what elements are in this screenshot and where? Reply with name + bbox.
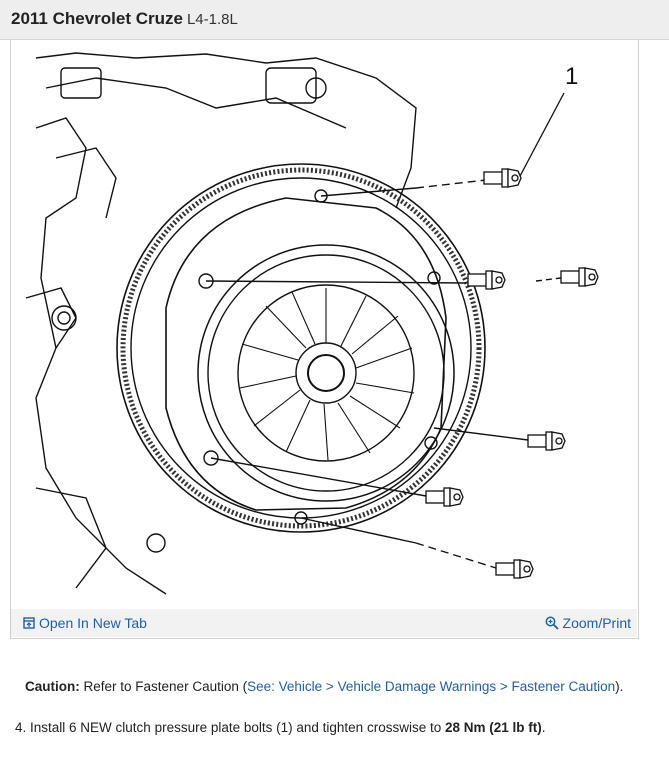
engine-name: L4-1.8L: [186, 11, 238, 28]
caution-open-paren: (: [242, 679, 248, 694]
step-end: .: [541, 720, 546, 735]
bolt-2: [467, 270, 506, 290]
open-in-new-tab-icon: [23, 616, 35, 632]
caution-note: Caution: Refer to Fastener Caution (See:…: [25, 679, 623, 694]
bolt-6: [495, 559, 534, 579]
open-in-new-tab-label: Open In New Tab: [39, 615, 147, 631]
clutch-pressure-plate-diagram: 1: [25, 52, 599, 595]
bolt-3: [560, 267, 599, 287]
callout-label: 1: [565, 63, 578, 90]
bolt-4: [527, 431, 566, 451]
vehicle-name: 2011 Chevrolet Cruze: [11, 9, 183, 28]
caution-label: Caution:: [25, 679, 80, 694]
diagram-toolbar: Open In New Tab Zoom/Print: [11, 609, 637, 637]
open-in-new-tab-link[interactable]: Open In New Tab: [23, 615, 147, 632]
torque-value: 28 Nm (21 lb ft): [444, 720, 542, 735]
procedure-step: 4. Install 6 NEW clutch pressure plate b…: [15, 720, 546, 735]
caution-close-paren: ).: [615, 679, 624, 694]
magnifier-icon: [545, 616, 559, 633]
step-number: 4.: [15, 720, 27, 735]
zoom-print-link[interactable]: Zoom/Print: [545, 615, 631, 633]
fastener-caution-link[interactable]: See: Vehicle > Vehicle Damage Warnings >…: [247, 679, 616, 694]
diagram-panel: [10, 40, 639, 639]
bolt-5: [425, 487, 464, 507]
step-text: Install 6 NEW clutch pressure plate bolt…: [30, 720, 442, 735]
bolt-1: [483, 168, 522, 188]
caution-text: Refer to Fastener Caution: [83, 679, 239, 694]
zoom-print-label: Zoom/Print: [562, 615, 631, 631]
